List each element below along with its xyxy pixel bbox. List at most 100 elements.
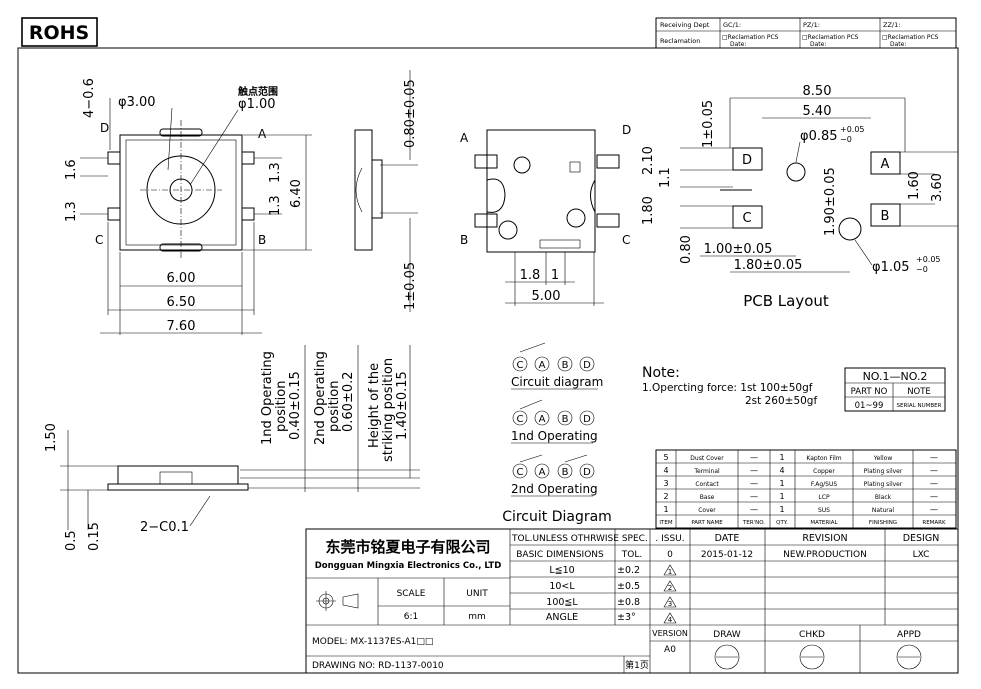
partno-col2: NOTE [907,387,931,397]
bom-h2: TER'NO. [742,520,765,526]
rear-label-a: A [460,131,469,145]
pcb-phi105: φ1.05 [872,260,910,275]
bom-r3-c1: Base [700,494,715,501]
circuit-cap-1: Circuit diagram [511,375,603,389]
date-2: Date: [810,41,826,48]
date-3: Date: [890,41,906,48]
rear-view: A D B C 1.8 1 5.00 [460,123,631,306]
bom-row: 4 Terminal — 4 Copper Plating silver — [663,466,938,475]
low-dim-015: 0.15 [87,522,102,551]
tol-r1-val: ±0.5 [617,581,640,592]
bom-r2-c1: Contact [695,481,719,488]
bom-r0-c4: Kapton Film [806,455,841,462]
bom-r3-c2: — [750,492,758,501]
dim-600: 6.00 [167,271,196,286]
bom-r2-c2: — [750,479,758,488]
tri-3: 3 [668,600,672,608]
bom-r4-c0: 1 [663,505,668,514]
pz-label: PZ/1: [803,21,820,29]
pcb-pad-label-c: C [742,211,751,226]
tri-1: 1 [668,568,672,576]
pcb-dim-1-top: 1±0.05 [701,100,716,148]
low-dim-05: 0.5 [64,530,79,551]
pcb-dim-180-bottom: 1.80±0.05 [734,258,803,273]
tol-r2-range: 100≦L [546,597,578,608]
pcb-layout: D C A B 8.50 5.40 φ0.85 +0.05 −0 1±0.05 … [641,84,958,310]
tri-2: 2 [668,584,672,592]
rear-dim-18: 1.8 [520,268,541,283]
pcb-pad-label-a: A [881,157,890,172]
revision-triangles: 1 2 3 4 [663,564,677,624]
circ2-b: B [562,414,569,425]
circ2-a: A [539,414,546,425]
pcb-dim-180-left: 1.80 [641,196,656,225]
dim-13-right: 1.3 [268,162,283,183]
reclamation-label: Reclamation [660,37,700,45]
circ2-d: D [583,414,591,425]
bom-row: 3 Contact — 1 F.Ag/SUS Plating silver — [663,479,938,488]
reclamation-pcs-3: □Reclamation PCS [882,34,939,41]
chkd-label: CHKD [799,630,825,640]
design-label: DESIGN [903,533,940,544]
side-dim-1: 1±0.05 [403,262,418,310]
scale-label: SCALE [397,589,426,599]
appd-label: APPD [897,630,921,640]
low-dim-150: 1.50 [44,423,59,452]
company-en: Dongguan Mingxia Electronics Co., LTD [315,561,502,571]
dim-760: 7.60 [167,319,196,334]
bom-r0-c0: 5 [663,453,668,462]
bom-r1-c4: Copper [813,468,835,475]
bom-r2-c5: Plating silver [864,481,903,488]
circuit-cap-2: 1nd Operating [511,429,598,443]
pcb-dim-080: 0.80 [679,235,694,264]
pcb-dim-190: 1.90±0.05 [823,167,838,236]
front-label-a: A [258,127,267,141]
draw-stamp [714,644,740,670]
tol-head: TOL.UNLESS OTHRWISE SPEC. [511,534,648,544]
pos2-line1: 2nd Operating [313,351,328,445]
gc-label: GC/1: [723,21,741,29]
bom-r0-c3: 1 [779,453,784,462]
bom-r3-c5: Black [875,494,892,501]
date-label: DATE [715,533,740,544]
pcb-dim-100: 1.00±0.05 [704,242,773,257]
pcb-pad-b [870,203,901,227]
bom-r2-c0: 3 [663,479,668,488]
bom-r4-c4: SUS [818,507,830,514]
bom-row: 5 Dust Cover — 1 Kapton Film Yellow — [663,453,938,462]
circ3-c: C [517,467,524,478]
projection-icon [316,591,359,611]
bom-r2-c4: F.Ag/SUS [811,481,838,488]
height-line3: 1.40±0.15 [395,371,410,440]
model-text: MODEL: MX-1137ES-A1□□ [312,637,433,647]
circ3-d: D [583,467,591,478]
appd-stamp [896,644,922,670]
tol-r3-range: ANGLE [546,612,578,623]
dim-16: 1.6 [64,159,79,180]
note-title: Note: [642,365,680,381]
bom-r4-c2: — [750,505,758,514]
circuit-cap-3: 2nd Operating [511,482,598,496]
dim-650: 6.50 [167,295,196,310]
version-value: A0 [664,645,676,655]
rear-label-d: D [622,123,631,137]
front-label-d: D [100,121,109,135]
partno-val1: 01~99 [855,401,884,411]
pcb-dim-11: 1.1 [658,167,673,188]
dim-13-right-2: 1.3 [268,195,283,216]
page-number: 第1页 [625,659,649,671]
bom-r4-c5: Natural [872,507,894,514]
tol-r2-val: ±0.8 [617,597,640,608]
rev-design: LXC [913,550,930,560]
drawing-no-text: DRAWING NO: RD-1137-0010 [312,661,444,671]
pcb-pad-c [732,205,763,229]
pcb-pad-a [870,151,901,175]
height-line1: Height of the [367,363,382,448]
pcb-dim-160: 1.60 [907,171,922,200]
basic-dim-label: BASIC DIMENSIONS [516,550,604,560]
circ1-d: D [583,360,591,371]
rohs-label: ROHS [29,22,89,44]
draw-label: DRAW [713,630,740,640]
bom-row: 2 Base — 1 LCP Black — [663,492,938,501]
